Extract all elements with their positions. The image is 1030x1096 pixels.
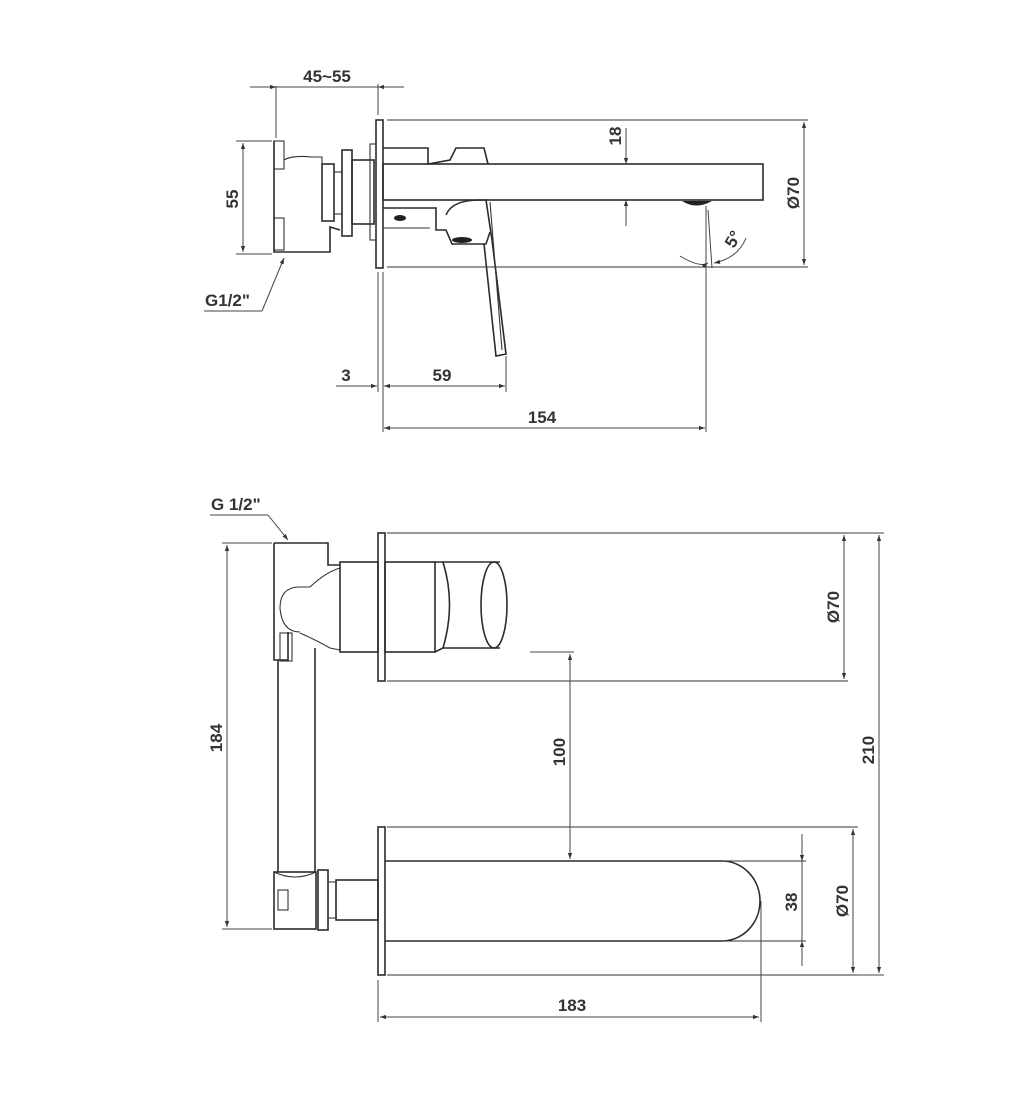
dim-spout-width: 38 <box>782 893 801 912</box>
dim-thread: G1/2" <box>205 291 250 310</box>
side-view: 45~55 55 G1/2" 18 Ø70 5° 3 59 <box>204 67 808 432</box>
dim-body-depth: 45~55 <box>303 67 351 86</box>
wall-plate <box>375 119 384 269</box>
lever <box>445 199 507 357</box>
dim-upper-plate-diameter: Ø70 <box>824 591 843 623</box>
dim-total-height: 210 <box>859 736 878 764</box>
dim-center-spacing: 100 <box>550 738 569 766</box>
dim-spout-length: 183 <box>558 996 586 1015</box>
dim-lower-plate-diameter: Ø70 <box>833 885 852 917</box>
valve-body <box>273 542 379 931</box>
spout-top-view <box>385 860 761 942</box>
inlet-connector <box>273 140 377 253</box>
dim-thread-front: G 1/2" <box>211 495 261 514</box>
dim-inlet-spacing: 184 <box>207 723 226 752</box>
dim-lever-reach: 59 <box>433 366 452 385</box>
lower-wall-plate <box>377 826 386 976</box>
front-view: G 1/2" <box>207 495 884 1022</box>
dim-spout-angle: 5° <box>721 227 746 251</box>
dim-plate-diameter: Ø70 <box>784 177 803 209</box>
handle-knob <box>480 561 508 649</box>
dim-plate-thickness: 3 <box>341 366 350 385</box>
dim-connector-height: 55 <box>223 190 242 209</box>
dim-spout-projection: 154 <box>528 408 557 427</box>
aerator <box>682 201 712 206</box>
upper-wall-plate <box>377 532 386 682</box>
spout <box>382 163 764 201</box>
dim-spout-thickness: 18 <box>606 127 625 146</box>
